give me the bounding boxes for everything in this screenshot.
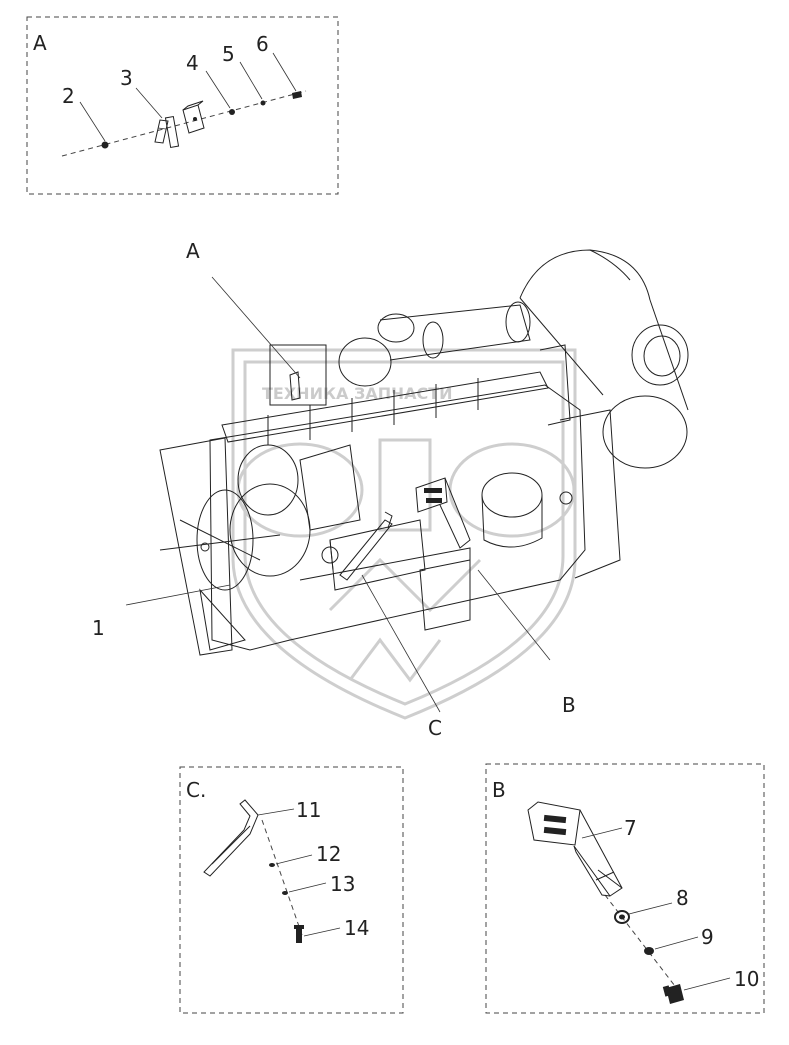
- detail-c: C. 11 12 13 14: [179, 766, 404, 1014]
- washer-part-5: [260, 100, 266, 106]
- part-label-10: 10: [734, 967, 759, 991]
- nut-part-6: [292, 91, 302, 99]
- detail-a-frame: [26, 16, 339, 195]
- part-label-5: 5: [222, 42, 235, 66]
- bracket-b-main: [415, 477, 471, 549]
- part-label-11: 11: [296, 798, 321, 822]
- callout-b: B: [562, 693, 576, 717]
- washer-part-12: [269, 863, 275, 867]
- callout-c: C: [428, 716, 442, 740]
- leader-1: [125, 584, 231, 606]
- leader-a: [211, 276, 301, 379]
- washer-part-9: [644, 947, 654, 955]
- callout-a: A: [186, 239, 200, 263]
- bracket-part-7: [527, 801, 623, 897]
- detail-a-title: A: [33, 31, 47, 55]
- part-label-13: 13: [330, 872, 355, 896]
- watermark: ТЕХНИКА ЗАПЧАСТИ: [231, 348, 577, 720]
- engine-assembly: A 1 B C: [92, 239, 689, 740]
- clip-part-3: [154, 115, 180, 149]
- bracket-block-a: [182, 100, 205, 134]
- detail-a: A 2 3 4 5 6: [26, 16, 339, 195]
- detail-c-frame: [179, 766, 404, 1014]
- washer-part-2: [101, 141, 109, 149]
- part-label-14: 14: [344, 916, 369, 940]
- bolt-part-10: [662, 984, 684, 1004]
- leader-c: [361, 574, 441, 713]
- bracket-c-main: [339, 511, 393, 581]
- washer-part-13: [282, 891, 288, 895]
- part-label-9: 9: [701, 925, 714, 949]
- part-label-2: 2: [62, 84, 75, 108]
- callout-1: 1: [92, 616, 105, 640]
- muffler: [519, 249, 689, 469]
- part-label-6: 6: [256, 32, 269, 56]
- part-label-7: 7: [624, 816, 637, 840]
- watermark-shield: [231, 348, 577, 720]
- detail-b-title: B: [492, 778, 506, 802]
- bracket-part-11: [203, 799, 259, 877]
- leader-b: [477, 569, 551, 661]
- intake-pipe: [338, 301, 531, 387]
- bolt-part-14: [294, 925, 304, 943]
- washer-part-4: [229, 109, 235, 115]
- part-label-4: 4: [186, 51, 199, 75]
- washer-part-8: [614, 910, 630, 924]
- part-label-12: 12: [316, 842, 341, 866]
- detail-c-title: C.: [186, 778, 206, 802]
- detail-b-frame: [485, 763, 765, 1014]
- watermark-text: ТЕХНИКА ЗАПЧАСТИ: [262, 384, 453, 403]
- detail-b: B 7 8 9 10: [485, 763, 765, 1014]
- part-label-3: 3: [120, 66, 133, 90]
- part-label-8: 8: [676, 886, 689, 910]
- cooling-fan: [159, 437, 311, 656]
- detail-a-axis: [61, 90, 307, 157]
